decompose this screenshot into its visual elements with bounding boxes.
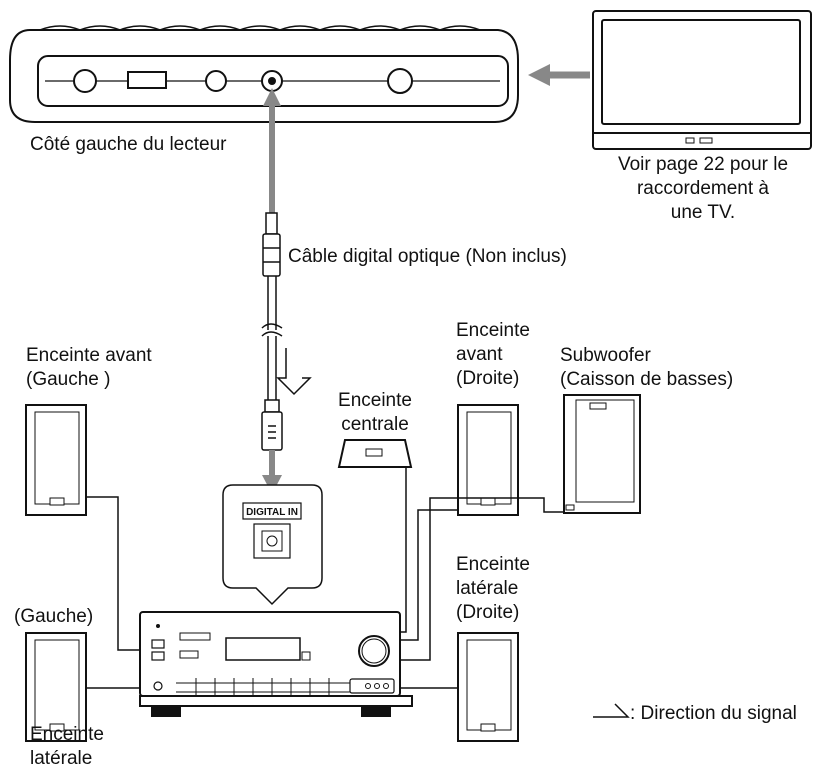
legend-label: : Direction du signal (630, 703, 797, 724)
surround-right-speaker (457, 632, 519, 742)
front-right-speaker (457, 404, 519, 516)
av-receiver (139, 611, 413, 717)
front-right-label-1: Enceinte (456, 320, 530, 341)
front-right-label-3: (Droite) (456, 368, 519, 389)
digital-in-label: DIGITAL IN (246, 507, 298, 518)
front-left-label-2: (Gauche ) (26, 369, 110, 390)
center-speaker (337, 439, 413, 468)
front-left-label-1: Enceinte avant (26, 345, 152, 366)
optical-signal-arrow (263, 88, 281, 214)
subwoofer-label-1: Subwoofer (560, 345, 652, 366)
tv-note-line1: Voir page 22 pour le (618, 154, 788, 175)
player-side-label: Côté gauche du lecteur (30, 134, 227, 155)
subwoofer-label-2: (Caisson de basses) (560, 369, 733, 390)
tv-note-line3: une TV. (671, 202, 735, 223)
surround-left-label-1: Enceinte (30, 724, 104, 745)
subwoofer (563, 394, 641, 514)
legend-arrow-icon (593, 703, 630, 718)
surround-left-speaker (25, 632, 87, 742)
optical-cable-label: Câble digital optique (Non inclus) (288, 246, 567, 267)
center-label-2: centrale (341, 414, 409, 435)
front-left-speaker (25, 404, 87, 516)
tv-note-line2: raccordement à (637, 178, 769, 199)
surround-right-label-1: Enceinte (456, 554, 530, 575)
surround-right-label-2: latérale (456, 578, 518, 599)
signal-direction-arrow (276, 348, 312, 396)
tv-icon (592, 10, 812, 150)
digital-in-callout (222, 484, 323, 606)
optical-cable (261, 212, 283, 451)
surround-left-top-label: (Gauche) (14, 606, 93, 627)
surround-left-label-2: latérale (30, 748, 92, 769)
surround-right-label-3: (Droite) (456, 602, 519, 623)
tv-to-player-arrow (528, 64, 590, 86)
center-label-1: Enceinte (338, 390, 412, 411)
dvd-player (9, 25, 519, 123)
speaker-cables (86, 466, 564, 689)
front-right-label-2: avant (456, 344, 503, 365)
